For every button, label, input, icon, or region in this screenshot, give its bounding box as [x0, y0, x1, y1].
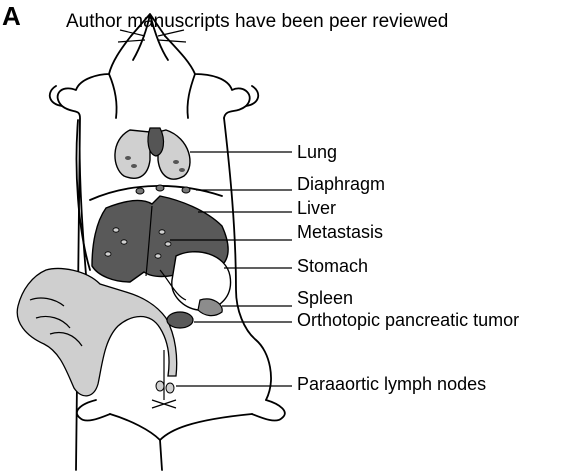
- panel-letter: A: [2, 1, 21, 31]
- intestines-organ: [17, 269, 176, 396]
- label-metastasis: Metastasis: [297, 222, 383, 242]
- lung-organ: [115, 128, 190, 179]
- label-spleen: Spleen: [297, 288, 353, 308]
- label-tumor: Orthotopic pancreatic tumor: [297, 310, 519, 330]
- label-stomach: Stomach: [297, 256, 368, 276]
- label-lymph-nodes: Paraaortic lymph nodes: [297, 374, 486, 394]
- diaphragm-organ: [90, 185, 222, 200]
- header-text: Author manuscripts have been peer review…: [66, 11, 448, 32]
- label-diaphragm: Diaphragm: [297, 174, 385, 194]
- label-liver: Liver: [297, 198, 336, 218]
- pancreatic-tumor-organ: [167, 312, 193, 328]
- label-lung: Lung: [297, 142, 337, 162]
